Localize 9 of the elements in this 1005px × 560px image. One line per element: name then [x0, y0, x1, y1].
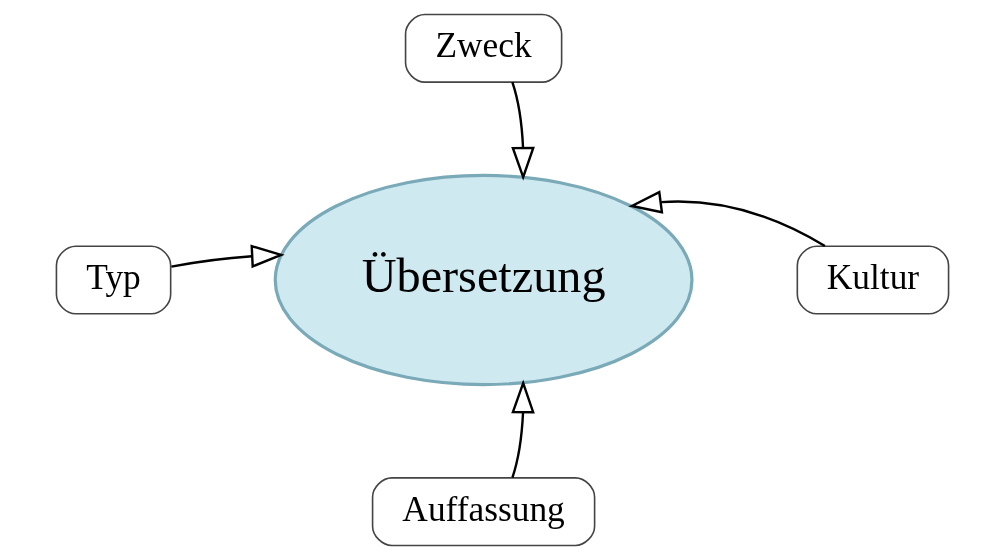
- arrow: [511, 379, 535, 478]
- arrow: [511, 81, 535, 181]
- node-box: Typ: [55, 245, 172, 315]
- arrow: [171, 244, 285, 269]
- arrow: [628, 190, 826, 248]
- node-ellipse: Übersetzung: [273, 173, 694, 387]
- node-box: Zweck: [404, 13, 563, 83]
- node-box: Kultur: [796, 245, 950, 315]
- node-box: Auffassung: [371, 477, 596, 547]
